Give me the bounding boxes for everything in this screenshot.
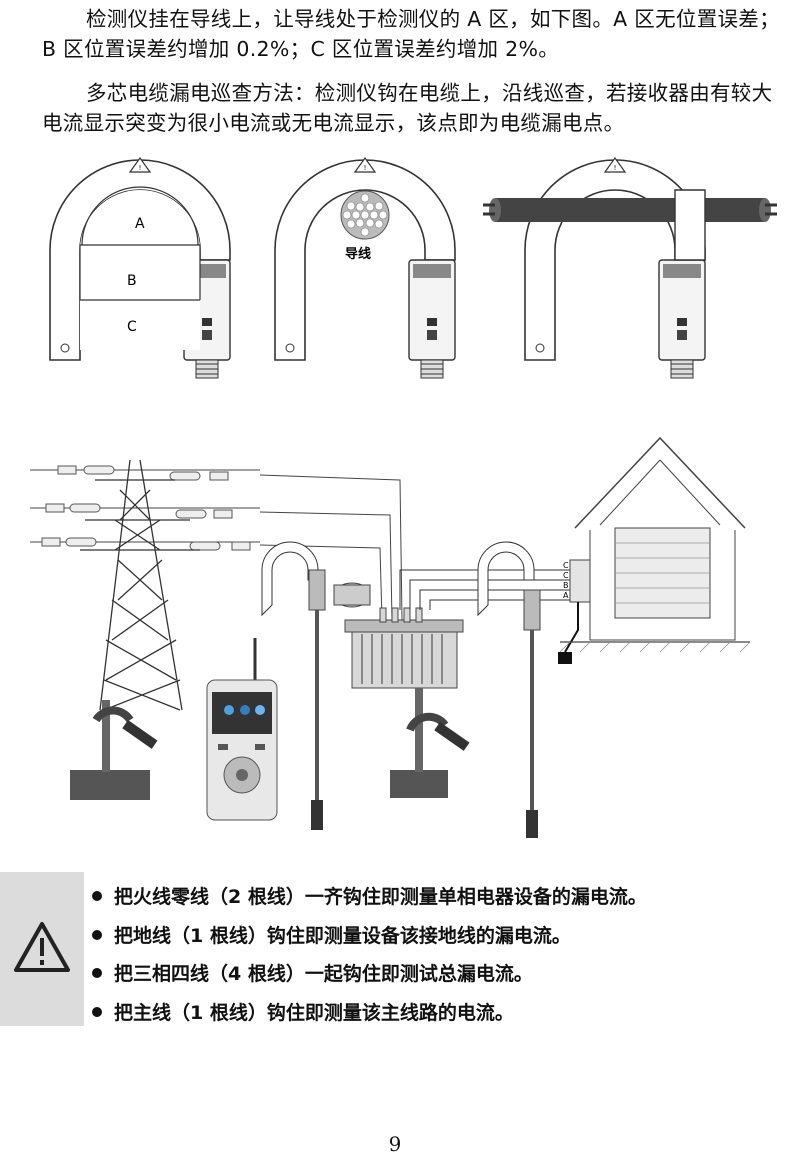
- distribution-system-illustration: C C B A: [30, 436, 751, 838]
- clamp-zones-diagram: A B C: [49, 157, 231, 379]
- paragraph-cable-inspection: 多芯电缆漏电巡查方法：检测仪钩在电缆上，沿线巡查，若接收器由有较大电流显示突变为…: [42, 81, 773, 135]
- phase-label-a: A: [563, 591, 569, 600]
- bullet-dot: [92, 968, 102, 978]
- transmission-tower: [80, 459, 200, 711]
- bullet-dot: [92, 929, 102, 940]
- phase-label-c: C: [563, 571, 569, 580]
- transformer: [333, 582, 464, 689]
- warning-triangle-icon: [14, 922, 70, 972]
- notes-list: 把火线零线（2 根线）一齐钩住即测量单相电器设备的漏电流。 把地线（1 根线）钩…: [90, 878, 780, 1032]
- note-item: 把地线（1 根线）钩住即测量设备该接地线的漏电流。: [90, 917, 780, 956]
- bullet-dot: [92, 891, 102, 901]
- phase-label-b: B: [563, 581, 569, 590]
- zone-label-a: A: [135, 216, 145, 232]
- clamp-wire-diagram: 导线: [274, 157, 456, 379]
- note-item: 把火线零线（2 根线）一齐钩住即测量单相电器设备的漏电流。: [90, 878, 780, 917]
- zone-label-b: B: [127, 273, 137, 289]
- note-text: 把三相四线（4 根线）一起钩住即测试总漏电流。: [114, 963, 533, 985]
- note-item: 把三相四线（4 根线）一起钩住即测试总漏电流。: [90, 955, 780, 994]
- junction-box: C C B A: [558, 559, 591, 664]
- tower-ground-clamp: [70, 700, 158, 800]
- note-text: 把地线（1 根线）钩住即测量设备该接地线的漏电流。: [114, 924, 571, 947]
- phase-label-c-top: C: [563, 561, 569, 570]
- note-text: 把火线零线（2 根线）一齐钩住即测量单相电器设备的漏电流。: [114, 886, 647, 908]
- note-text: 把主线（1 根线）钩住即测量该主线路的电流。: [114, 1001, 514, 1024]
- zone-label-c: C: [127, 319, 137, 335]
- receiver-device: [206, 638, 278, 821]
- clamp-cable-diagram: [483, 157, 777, 379]
- note-item: 把主线（1 根线）钩住即测量该主线路的电流。: [90, 994, 780, 1033]
- insulators: [41, 465, 251, 551]
- wire-label: 导线: [345, 246, 371, 262]
- bullet-dot: [92, 1006, 102, 1017]
- clamp-on-rod-1: [261, 541, 326, 830]
- clamp-on-rod-2: [477, 541, 541, 838]
- paragraph-position-error: 检测仪挂在导线上，让导线处于检测仪的 A 区，如下图。A 区无位置误差；B 区位…: [42, 7, 780, 61]
- house: [559, 436, 751, 653]
- transformer-ground-clamp: [390, 688, 470, 798]
- clamp-illustrations: ! A B C 导线: [49, 157, 777, 379]
- page-number: 9: [388, 1132, 402, 1156]
- warning-sidebar: [0, 872, 84, 1026]
